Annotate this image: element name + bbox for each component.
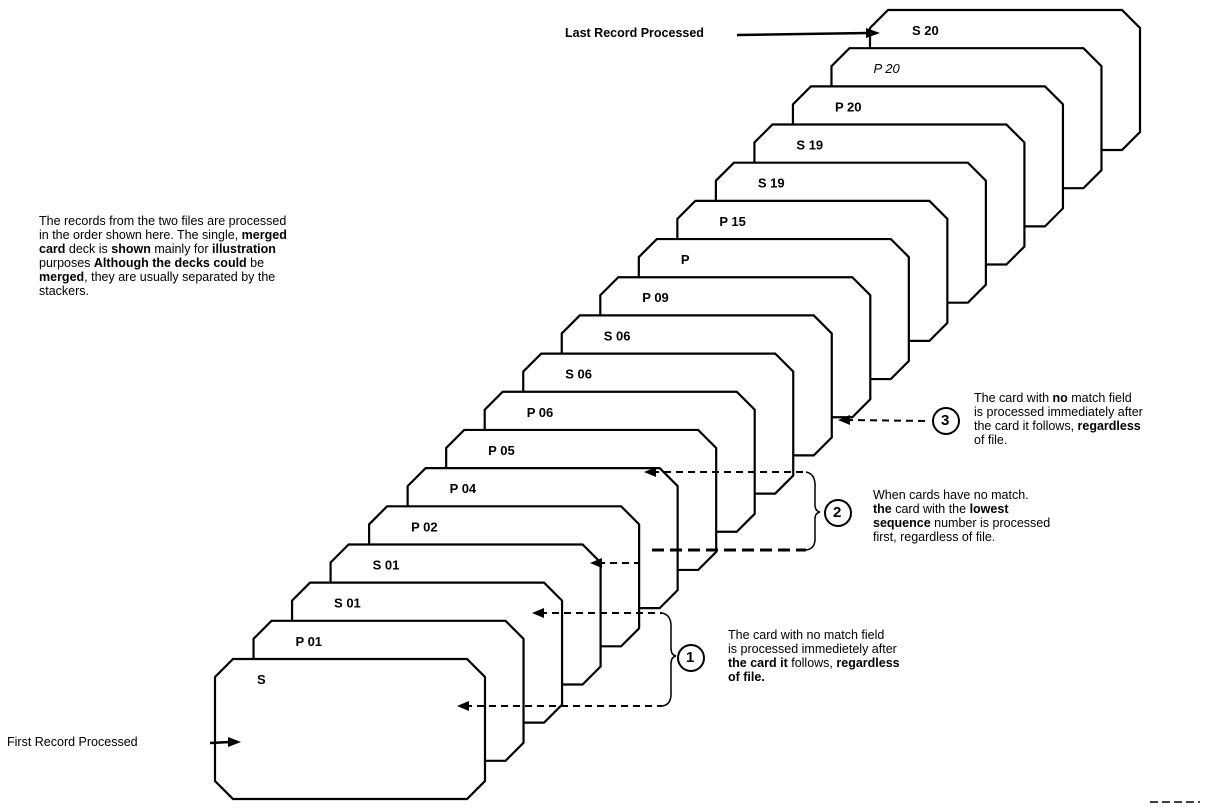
card-label: P 20 [873, 61, 900, 76]
card-label: S 20 [912, 23, 939, 38]
callout-1-number: 1 [686, 649, 694, 666]
card-label: S 19 [758, 176, 785, 191]
card-label: P 02 [411, 519, 438, 534]
card-label: S 01 [373, 557, 400, 572]
card-label: P 20 [835, 99, 862, 114]
card-label: S 01 [334, 596, 361, 611]
callout-2-text: When cards have no match. the card with … [873, 488, 1073, 544]
first-record-label: First Record Processed [7, 735, 138, 749]
card-label: P 09 [642, 290, 669, 305]
card-label: P 06 [527, 405, 554, 420]
callout-3-text: The card with no match field is processe… [974, 391, 1204, 447]
card-label: S 19 [796, 138, 823, 153]
card-label: P 05 [488, 443, 515, 458]
card-label: P 04 [450, 481, 477, 496]
card-outline [215, 659, 485, 799]
card-label: S 06 [604, 328, 631, 343]
card-label: P [681, 252, 690, 267]
card-label: P 15 [719, 214, 746, 229]
card-label: P 01 [296, 634, 323, 649]
last-record-arrow [737, 28, 880, 38]
intro-note: The records from the two files are proce… [39, 214, 339, 298]
callout-3-number: 3 [941, 412, 949, 429]
callout-2-number: 2 [833, 504, 841, 521]
card-label: S [257, 672, 266, 687]
card-label: S 06 [565, 367, 592, 382]
callout-1-text: The card with no match field is processe… [728, 628, 978, 684]
last-record-label: Last Record Processed [565, 26, 704, 40]
